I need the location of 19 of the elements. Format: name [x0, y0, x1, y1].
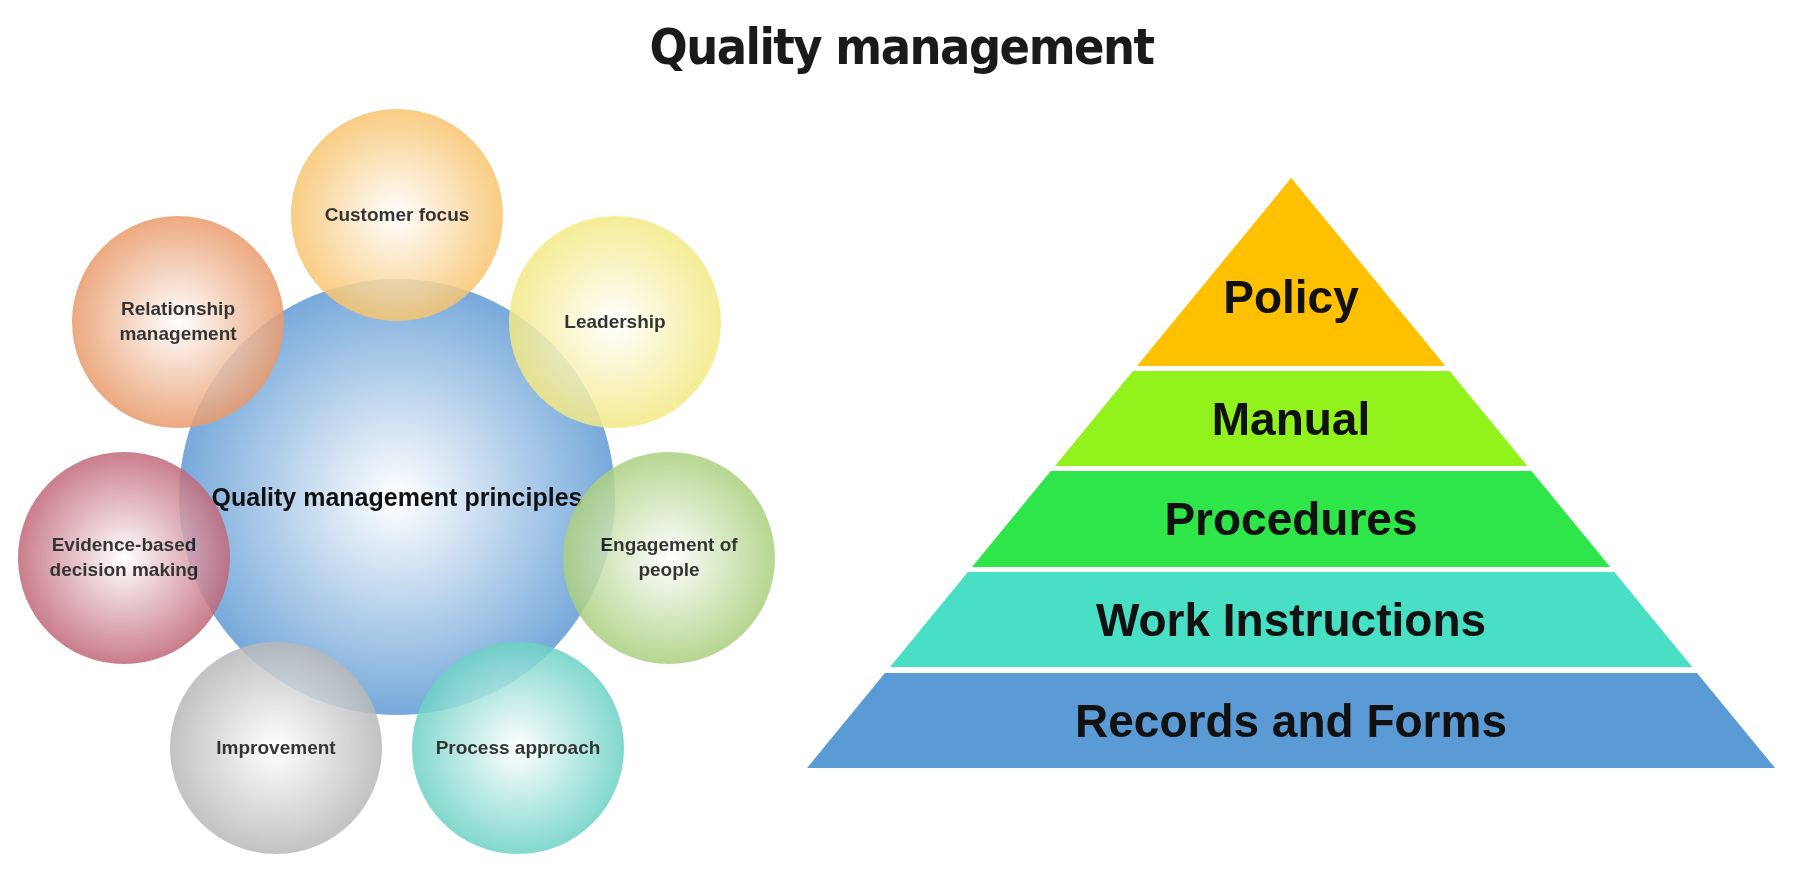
pyramid-tier	[1136, 178, 1446, 366]
pyramid-tier	[807, 673, 1775, 768]
pyramid-tier	[889, 572, 1693, 667]
tier-label: Procedures	[1164, 492, 1418, 546]
title: Quality management	[649, 18, 1154, 76]
circle-label: Evidence-based decision making	[48, 533, 200, 582]
tier-label: Manual	[1211, 391, 1371, 446]
circle-label: Improvement	[216, 735, 336, 760]
pyramid-tier	[1054, 371, 1528, 466]
circle-label: Relationship management	[118, 297, 238, 346]
tier-label: Records and Forms	[1075, 693, 1507, 748]
tier-label: Policy	[1223, 270, 1359, 324]
circle-label: Quality management principles	[211, 481, 583, 513]
pyramid-tier	[971, 471, 1611, 567]
circle-label: Leadership	[564, 309, 666, 334]
circle-label: Engagement of people	[599, 533, 739, 582]
circle-label: Customer focus	[324, 202, 470, 227]
tier-label: Work Instructions	[1095, 592, 1487, 647]
circle-label: Process approach	[435, 735, 601, 760]
